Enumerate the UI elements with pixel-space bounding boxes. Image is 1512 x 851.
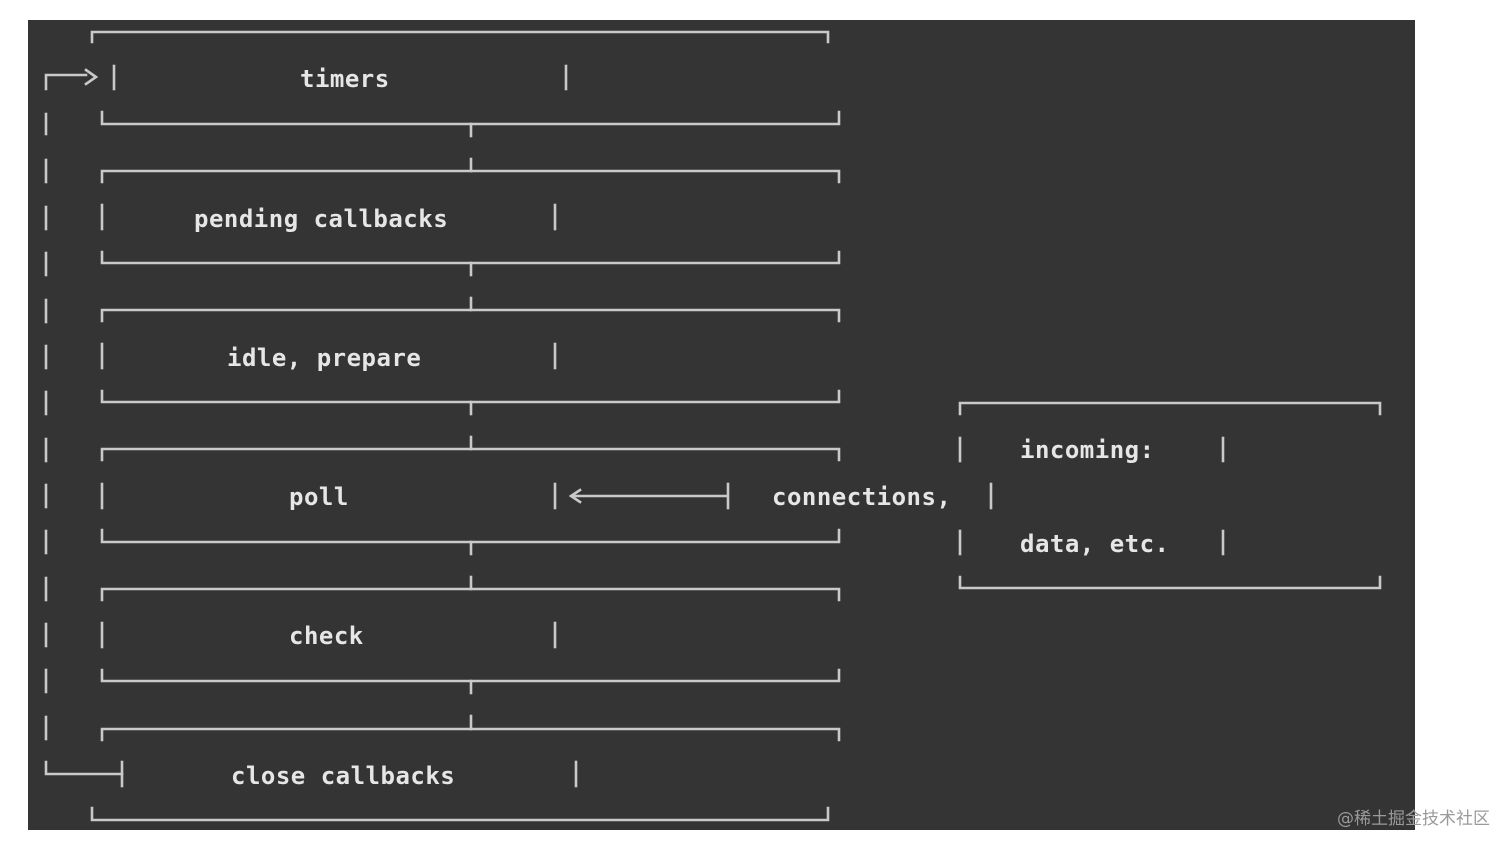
- incoming-label: incoming:: [1020, 436, 1155, 464]
- incoming-arrow: [568, 482, 730, 510]
- incoming-box: [958, 401, 1382, 590]
- phase-box-timers: [90, 30, 841, 126]
- watermark: @稀土掘金技术社区: [1337, 809, 1490, 829]
- phase-box-idle-prepare: [100, 308, 841, 404]
- data-etc-label: data, etc.: [1020, 530, 1170, 558]
- phase-label-pending-callbacks: pending callbacks: [194, 205, 449, 233]
- phase-box-check: [100, 587, 841, 683]
- phase-label-idle-prepare: idle, prepare: [227, 344, 422, 372]
- diagram-background: [28, 20, 1415, 830]
- loop-back-arrow: [44, 68, 124, 788]
- connections-label: connections,: [772, 483, 952, 511]
- phase-label-close-callbacks: close callbacks: [231, 762, 456, 790]
- phase-label-timers: timers: [300, 65, 390, 93]
- phase-box-close-callbacks: [90, 727, 841, 822]
- phase-label-check: check: [289, 622, 364, 650]
- phase-label-poll: poll: [289, 483, 349, 511]
